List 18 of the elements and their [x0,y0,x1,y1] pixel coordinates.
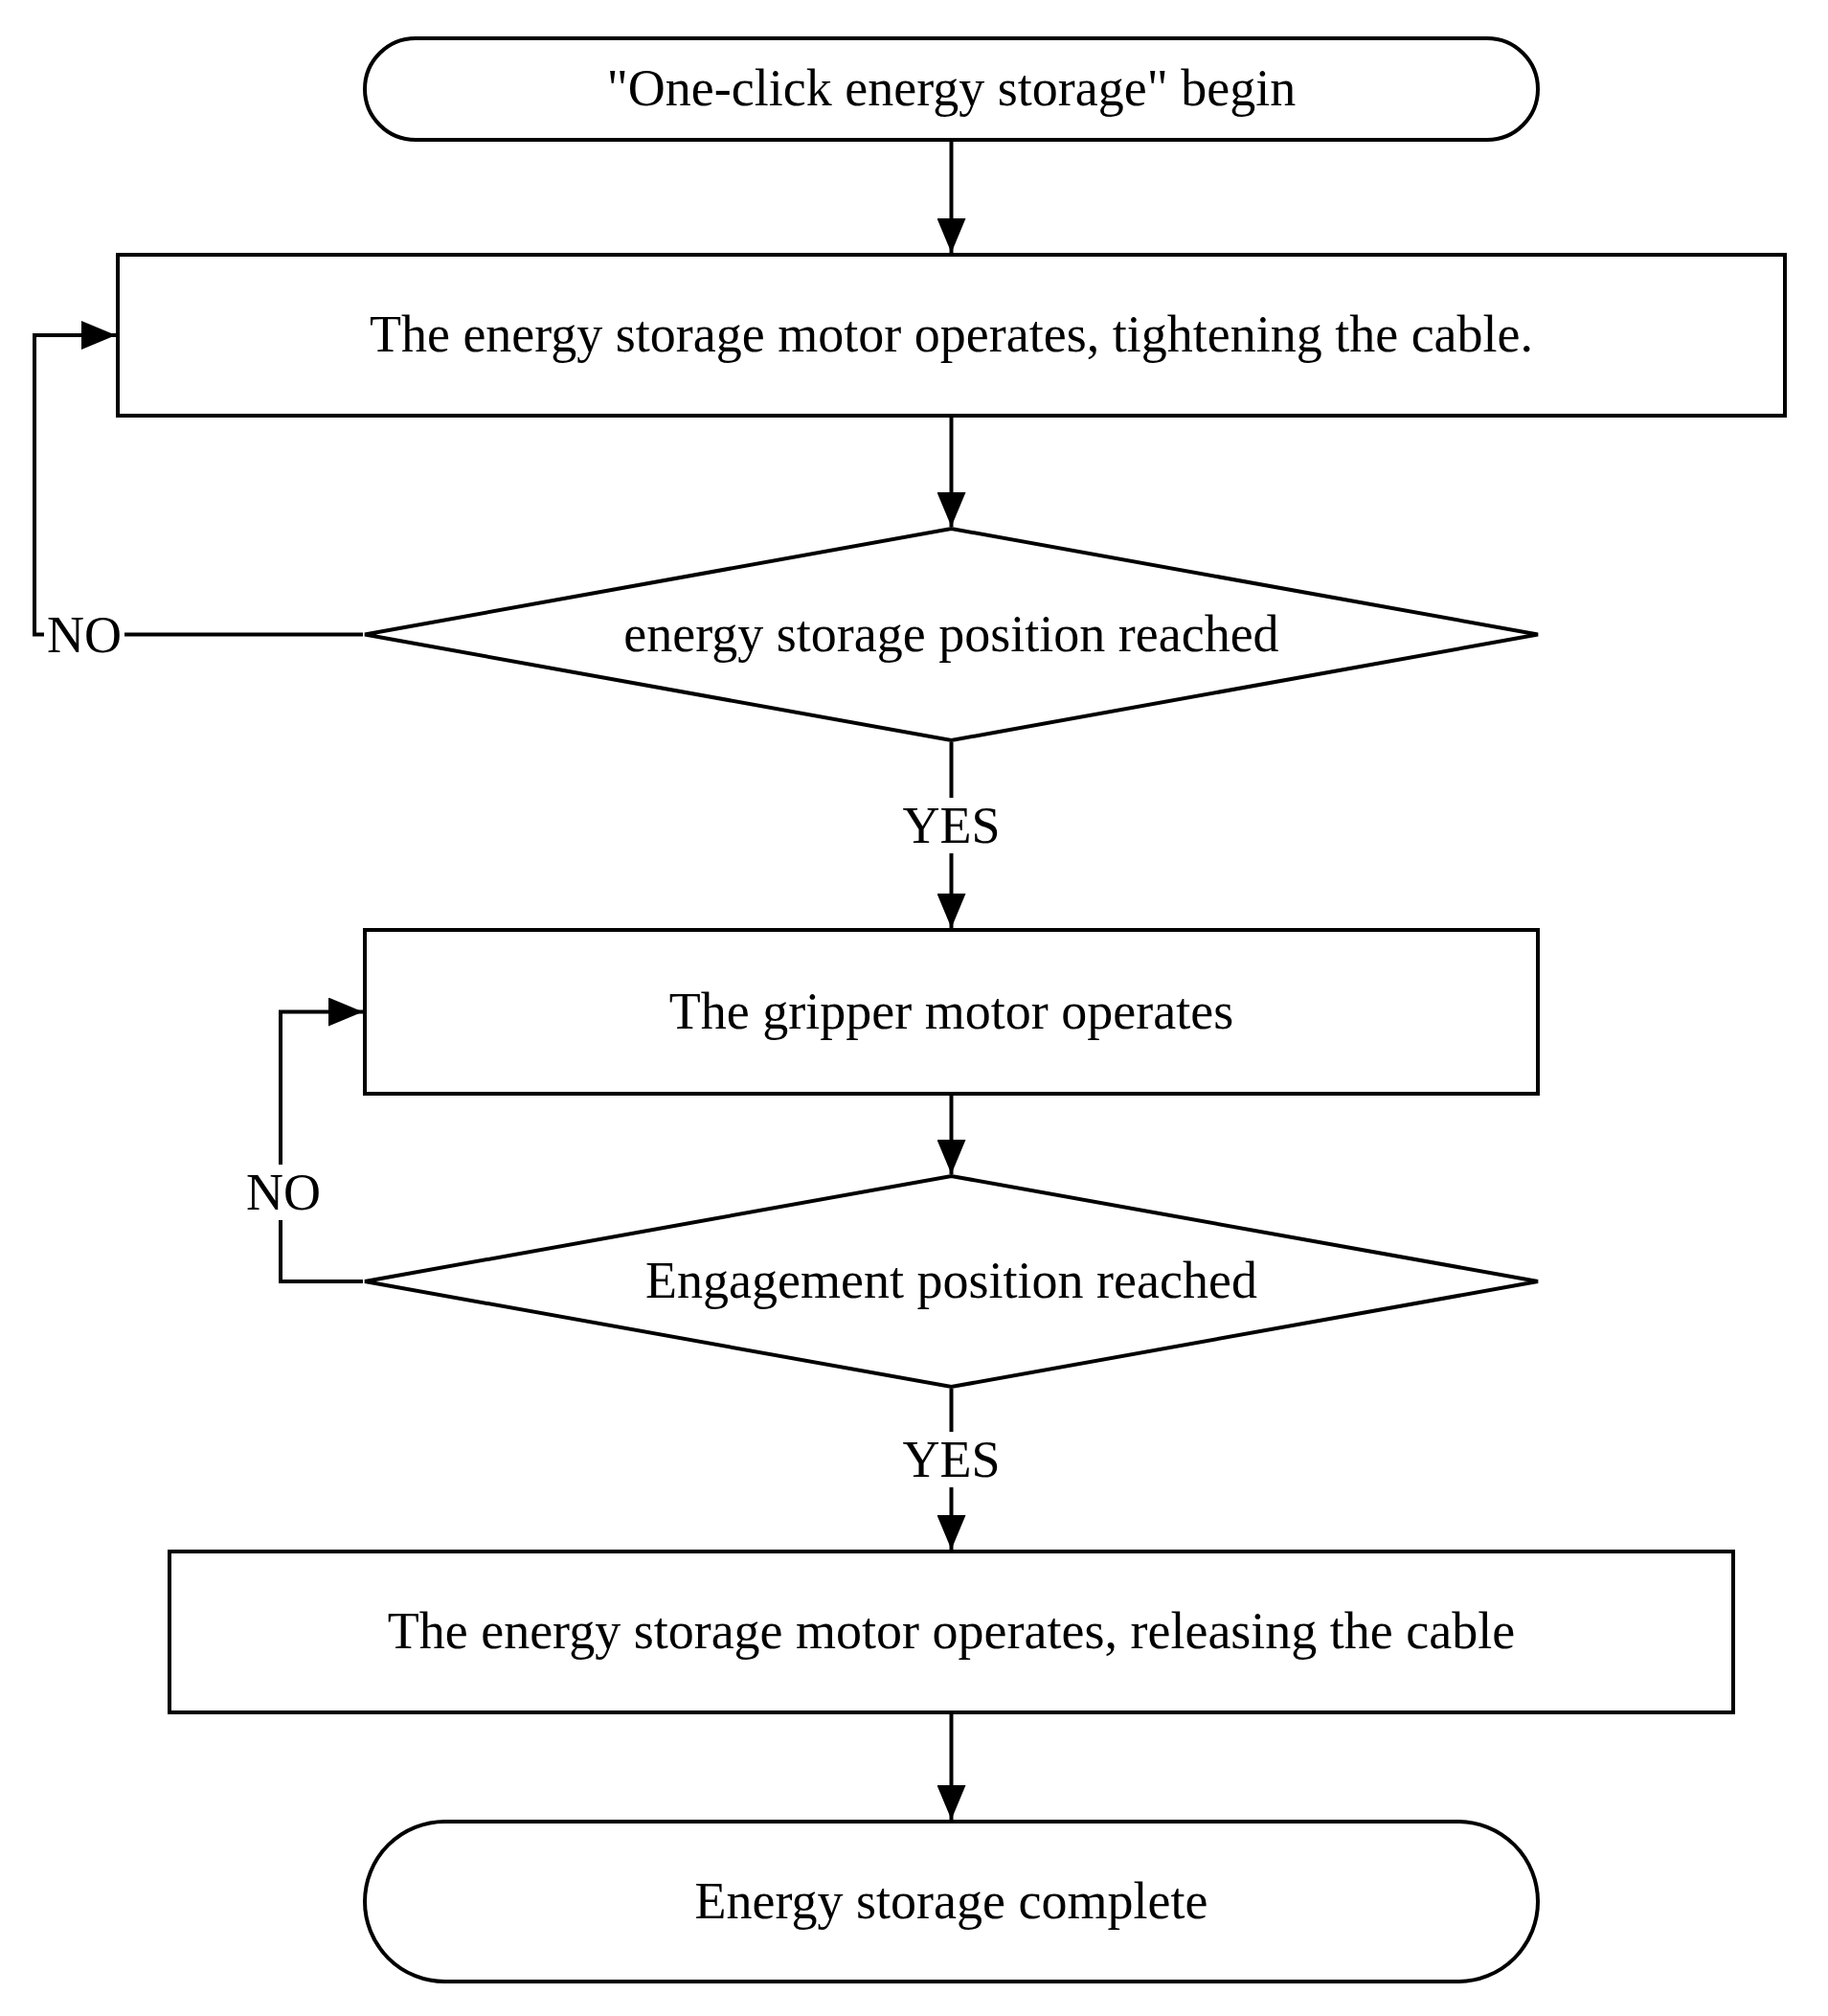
arrow [279,997,363,1283]
process-box [363,928,1540,1096]
node-text: The energy storage motor operates, releasing the cable [386,1603,1517,1661]
node-text: The gripper motor operates [667,983,1235,1041]
node-text: "One-click energy storage" begin [605,60,1298,118]
arrow [33,321,363,637]
arrow [937,418,966,527]
node-text: The energy storage motor operates, tightening the cable. [368,306,1535,364]
decision-diamond [363,527,1540,742]
process-box [116,253,1787,418]
arrow [937,1096,966,1174]
decision-diamond [363,1174,1540,1389]
arrow [937,1714,966,1820]
arrow [937,142,966,253]
node-text: Engagement position reached [644,1253,1258,1310]
process-box [168,1550,1735,1714]
node-text: Energy storage complete [693,1872,1209,1931]
node-text: energy storage position reached [622,605,1280,664]
